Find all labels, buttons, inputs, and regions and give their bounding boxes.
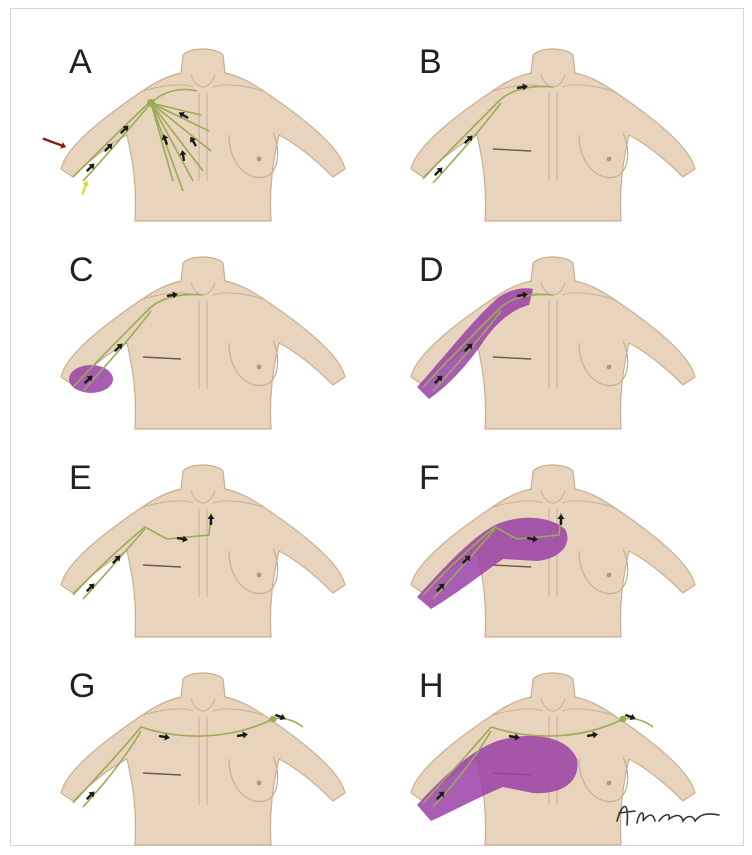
lymphatic-drainage-figure: A B C D E F G H: [10, 8, 744, 846]
panel-label: G: [69, 669, 95, 703]
panel-g: G: [33, 655, 373, 855]
panel-label: E: [69, 461, 92, 495]
flow-arrow: [275, 712, 287, 722]
torso-body: [61, 465, 345, 637]
panel-d: D: [383, 239, 723, 439]
nipple: [607, 573, 612, 578]
contralateral-axillary-node: [270, 716, 277, 723]
red-arrow: [43, 136, 68, 151]
panel-label: A: [69, 45, 92, 79]
nipple: [257, 157, 262, 162]
contralateral-axillary-node: [620, 716, 627, 723]
nipple: [607, 157, 612, 162]
torso-body: [61, 673, 345, 845]
nipple: [257, 365, 262, 370]
torso-body: [61, 49, 345, 221]
panel-c: C: [33, 239, 373, 439]
nipple: [607, 365, 612, 370]
panel-e: E: [33, 447, 373, 647]
axillary-node: [147, 99, 155, 107]
torso-body: [411, 49, 695, 221]
panel-label: D: [419, 253, 444, 287]
yellow-arrow: [79, 179, 90, 195]
panel-a: A: [33, 31, 373, 231]
panel-label: C: [69, 253, 94, 287]
panel-label: B: [419, 45, 442, 79]
nipple: [607, 781, 612, 786]
panel-b: B: [383, 31, 723, 231]
nipple: [257, 781, 262, 786]
torso-body: [411, 257, 695, 429]
nipple: [257, 573, 262, 578]
panel-label: H: [419, 669, 444, 703]
flow-arrow: [625, 712, 637, 722]
artist-signature: [609, 791, 729, 835]
panel-f: F: [383, 447, 723, 647]
panel-label: F: [419, 461, 440, 495]
torso-body: [61, 257, 345, 429]
